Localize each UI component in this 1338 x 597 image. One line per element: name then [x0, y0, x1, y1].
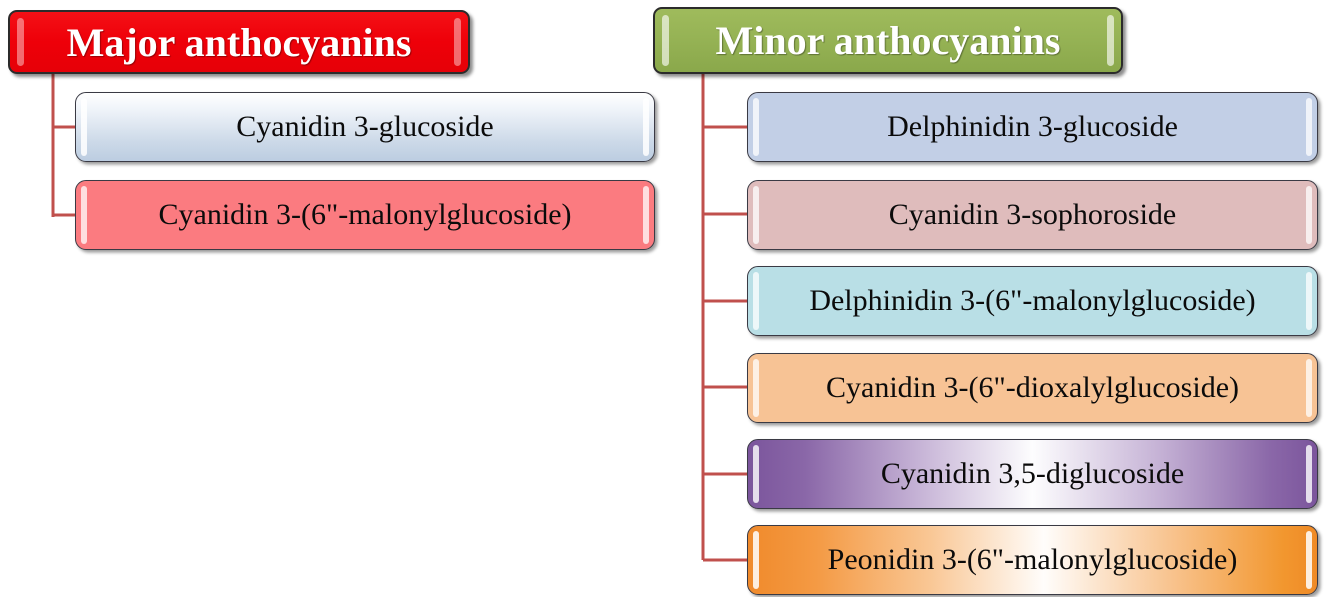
- node-label: Peonidin 3-(6"-malonylglucoside): [827, 543, 1238, 576]
- node-label: Delphinidin 3-glucoside: [887, 110, 1178, 143]
- box-gloss-left: [753, 531, 759, 589]
- node-cyanidin-3-sophoroside: Cyanidin 3-sophoroside: [747, 180, 1318, 250]
- box-gloss-right: [1306, 531, 1312, 589]
- node-label: Cyanidin 3,5-diglucoside: [880, 457, 1185, 490]
- box-gloss-left: [753, 186, 759, 244]
- node-cyanidin-3-malonylglucoside: Cyanidin 3-(6"-malonylglucoside): [75, 180, 655, 250]
- node-peonidin-3-malonylglucoside: Peonidin 3-(6"-malonylglucoside): [747, 525, 1318, 595]
- box-gloss-right: [1306, 272, 1312, 330]
- box-gloss-left: [81, 186, 87, 244]
- box-gloss-left: [753, 98, 759, 156]
- box-gloss-left: [753, 359, 759, 417]
- header-gloss-right: [454, 18, 461, 66]
- header-minor-anthocyanins: Minor anthocyanins: [653, 7, 1123, 74]
- node-label: Cyanidin 3-(6"-malonylglucoside): [158, 198, 572, 231]
- header-gloss-left: [17, 18, 24, 66]
- node-cyanidin-3-glucoside: Cyanidin 3-glucoside: [75, 92, 655, 162]
- node-label: Cyanidin 3-glucoside: [236, 110, 494, 143]
- box-gloss-right: [1306, 186, 1312, 244]
- header-major-anthocyanins: Major anthocyanins: [8, 10, 470, 74]
- node-label: Cyanidin 3-sophoroside: [888, 198, 1177, 231]
- node-cyanidin-3-dioxalylglucoside: Cyanidin 3-(6"-dioxalylglucoside): [747, 353, 1318, 423]
- box-gloss-left: [753, 445, 759, 503]
- box-gloss-right: [1306, 445, 1312, 503]
- node-label: Delphinidin 3-(6"-malonylglucoside): [809, 284, 1256, 317]
- header-gloss-right: [1107, 15, 1114, 66]
- box-gloss-right: [643, 186, 649, 244]
- node-delphinidin-3-malonylglucoside: Delphinidin 3-(6"-malonylglucoside): [747, 266, 1318, 336]
- box-gloss-left: [81, 98, 87, 156]
- box-gloss-right: [1306, 98, 1312, 156]
- node-cyanidin-3-5-diglucoside: Cyanidin 3,5-diglucoside: [747, 439, 1318, 509]
- header-major-label: Major anthocyanins: [66, 19, 412, 65]
- box-gloss-right: [1306, 359, 1312, 417]
- box-gloss-right: [643, 98, 649, 156]
- node-delphinidin-3-glucoside: Delphinidin 3-glucoside: [747, 92, 1318, 162]
- node-label: Cyanidin 3-(6"-dioxalylglucoside): [826, 371, 1239, 404]
- header-minor-label: Minor anthocyanins: [715, 18, 1061, 63]
- box-gloss-left: [753, 272, 759, 330]
- header-gloss-left: [662, 15, 669, 66]
